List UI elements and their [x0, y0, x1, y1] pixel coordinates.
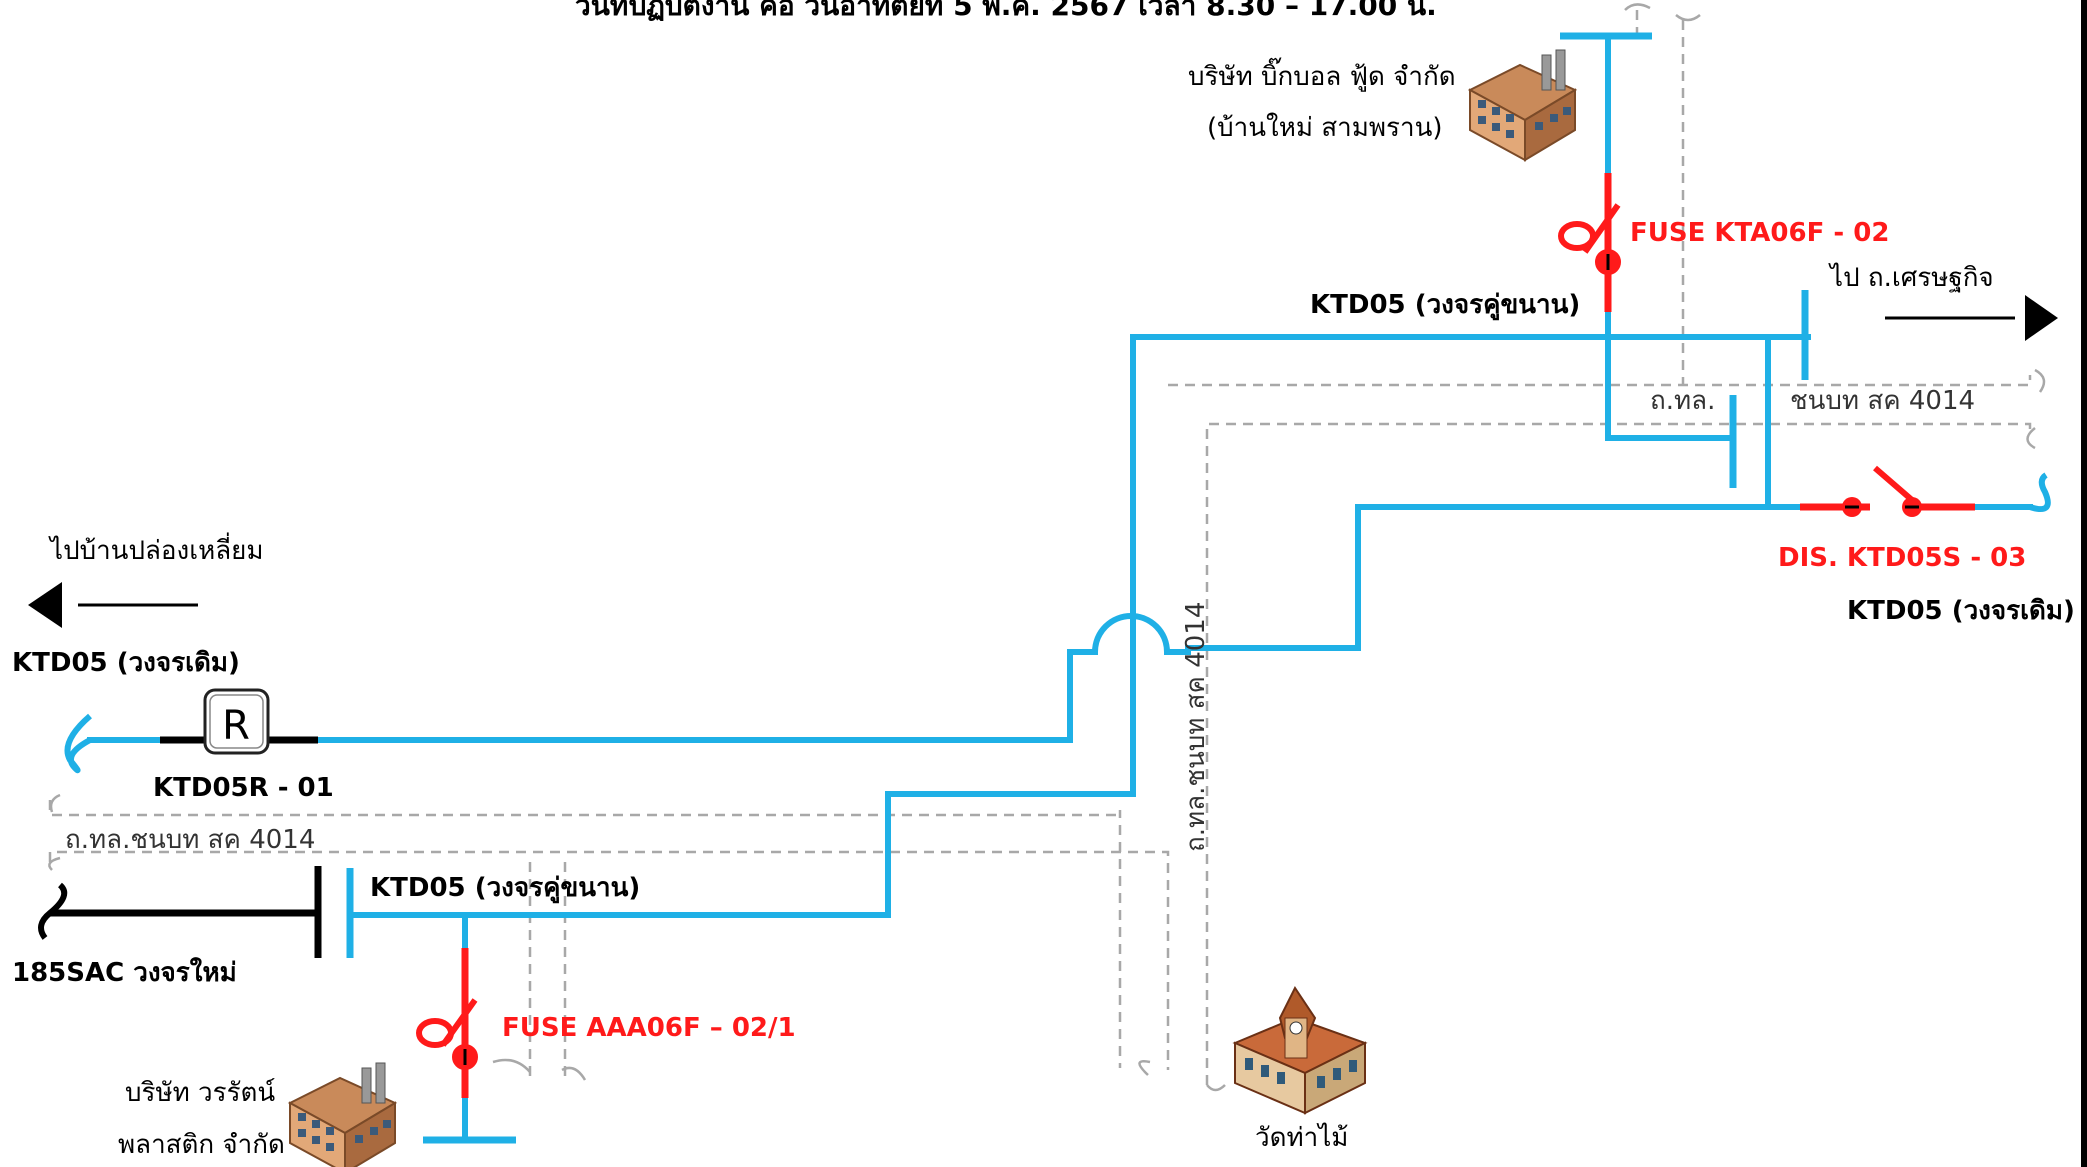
- page-right-border: [2081, 0, 2087, 1167]
- arrow-left-icon: [28, 582, 198, 628]
- company-top-location: (บ้านใหม่ สามพราน): [1207, 113, 1443, 143]
- factory-icon: [287, 1062, 398, 1167]
- company-bottom-name-2: พลาสติก จำกัด: [118, 1130, 285, 1160]
- road-vertical-right: [1205, 422, 2032, 1085]
- company-bottom-name: บริษัท วรรัตน์: [125, 1078, 276, 1108]
- arrow-right-icon: [1885, 295, 2058, 341]
- road-end-curls: [48, 3, 2046, 1092]
- temple-building-icon: [1232, 986, 1368, 1115]
- ktd05-original-left-label: KTD05 (วงจรเดิม): [12, 648, 240, 678]
- dis-switch-label: DIS. KTD05S - 03: [1778, 543, 2027, 573]
- to-setthakit-label: ไป ถ.เศรษฐกิจ: [1830, 263, 1994, 293]
- fuse-icon[interactable]: [1558, 203, 1621, 275]
- fuse-top-label: FUSE KTA06F - 02: [1630, 218, 1890, 248]
- circuit-185sac-label: 185SAC วงจรใหม่: [12, 958, 237, 988]
- blue-curls: [64, 472, 2051, 774]
- road-tl-label: ถ.ทล.: [1650, 386, 1716, 416]
- ktd05-parallel-bottom-label: KTD05 (วงจรคู่ขนาน): [370, 873, 641, 903]
- road-vertical-label: ถ.ทล.ชนบท สค 4014: [1181, 601, 1211, 852]
- temple-label: วัดท่าไม้: [1255, 1123, 1349, 1153]
- top-branch-down: [1605, 309, 1736, 441]
- to-ban-plong-label: ไปบ้านปล่องเหลี่ยม: [50, 536, 264, 566]
- fuse-icon[interactable]: [416, 998, 478, 1070]
- company-top-name: บริษัท บิ๊กบอล ฟู้ด จำกัด: [1188, 62, 1456, 92]
- ktd05-original-main: [315, 504, 1848, 743]
- blue-bars: [346, 32, 1809, 1144]
- blue-lines: [87, 37, 2033, 1143]
- disconnect-switch-icon[interactable]: [1842, 465, 1922, 517]
- page-title: วันที่ปฏิบัติงาน คือ วันอาทิตย์ที่ 5 พ.ค…: [575, 0, 1437, 22]
- new-circuit-185sac: [38, 736, 322, 958]
- recloser-icon[interactable]: R: [203, 688, 270, 755]
- 185sac-curl: [38, 882, 68, 940]
- road-mid-left: [528, 862, 567, 1080]
- road-vertical-left: [1168, 375, 2032, 387]
- road-left-upper: [48, 800, 1122, 1068]
- road-chonnabot-right-label: ชนบท สค 4014: [1790, 386, 1976, 416]
- ktd05-original-right-label: KTD05 (วงจรเดิม): [1847, 596, 2075, 626]
- fuse-bottom-label: FUSE AAA06F – 02/1: [502, 1013, 796, 1043]
- factory-icon: [1467, 49, 1578, 162]
- ktd05-parallel-main: [347, 334, 1811, 918]
- road-left-label: ถ.ทล.ชนบท สค 4014: [65, 825, 316, 855]
- red-sections: [461, 173, 1975, 1098]
- road-left-lower: [48, 850, 1170, 1070]
- ktd05-parallel-top-label: KTD05 (วงจรคู่ขนาน): [1310, 290, 1581, 320]
- recloser-symbol: R: [222, 703, 250, 749]
- recloser-label: KTD05R - 01: [153, 773, 334, 803]
- road-lines: [48, 10, 2032, 1085]
